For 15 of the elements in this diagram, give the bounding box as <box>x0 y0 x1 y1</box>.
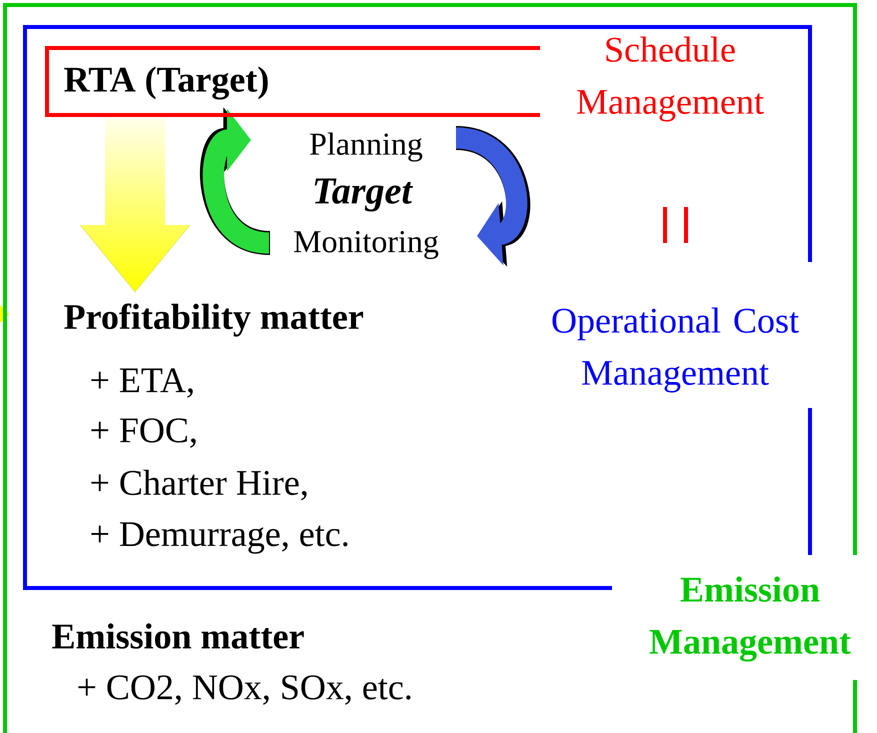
schedule-frame <box>45 36 764 122</box>
list-item: + Charter Hire, <box>91 470 307 500</box>
list-item: + Demurrage, etc. <box>91 522 348 554</box>
cycle-label: Target <box>314 178 413 212</box>
cycle-label: Monitoring <box>294 230 438 260</box>
list-item: + CO2, NOx, SOx, etc. <box>78 675 410 705</box>
emission-frame <box>3 3 857 733</box>
section-heading: Profitability matter <box>64 303 364 337</box>
frame-heading: Emission Management <box>650 576 851 662</box>
frame-heading: Operational Cost Management <box>552 308 799 392</box>
target-text: RTA (Target) <box>64 66 268 100</box>
list-item: + FOC, <box>91 418 196 448</box>
section-heading: Emission matter <box>52 623 304 649</box>
frame-heading: Schedule Management <box>577 36 764 122</box>
list-item: + ETA, <box>91 368 193 398</box>
